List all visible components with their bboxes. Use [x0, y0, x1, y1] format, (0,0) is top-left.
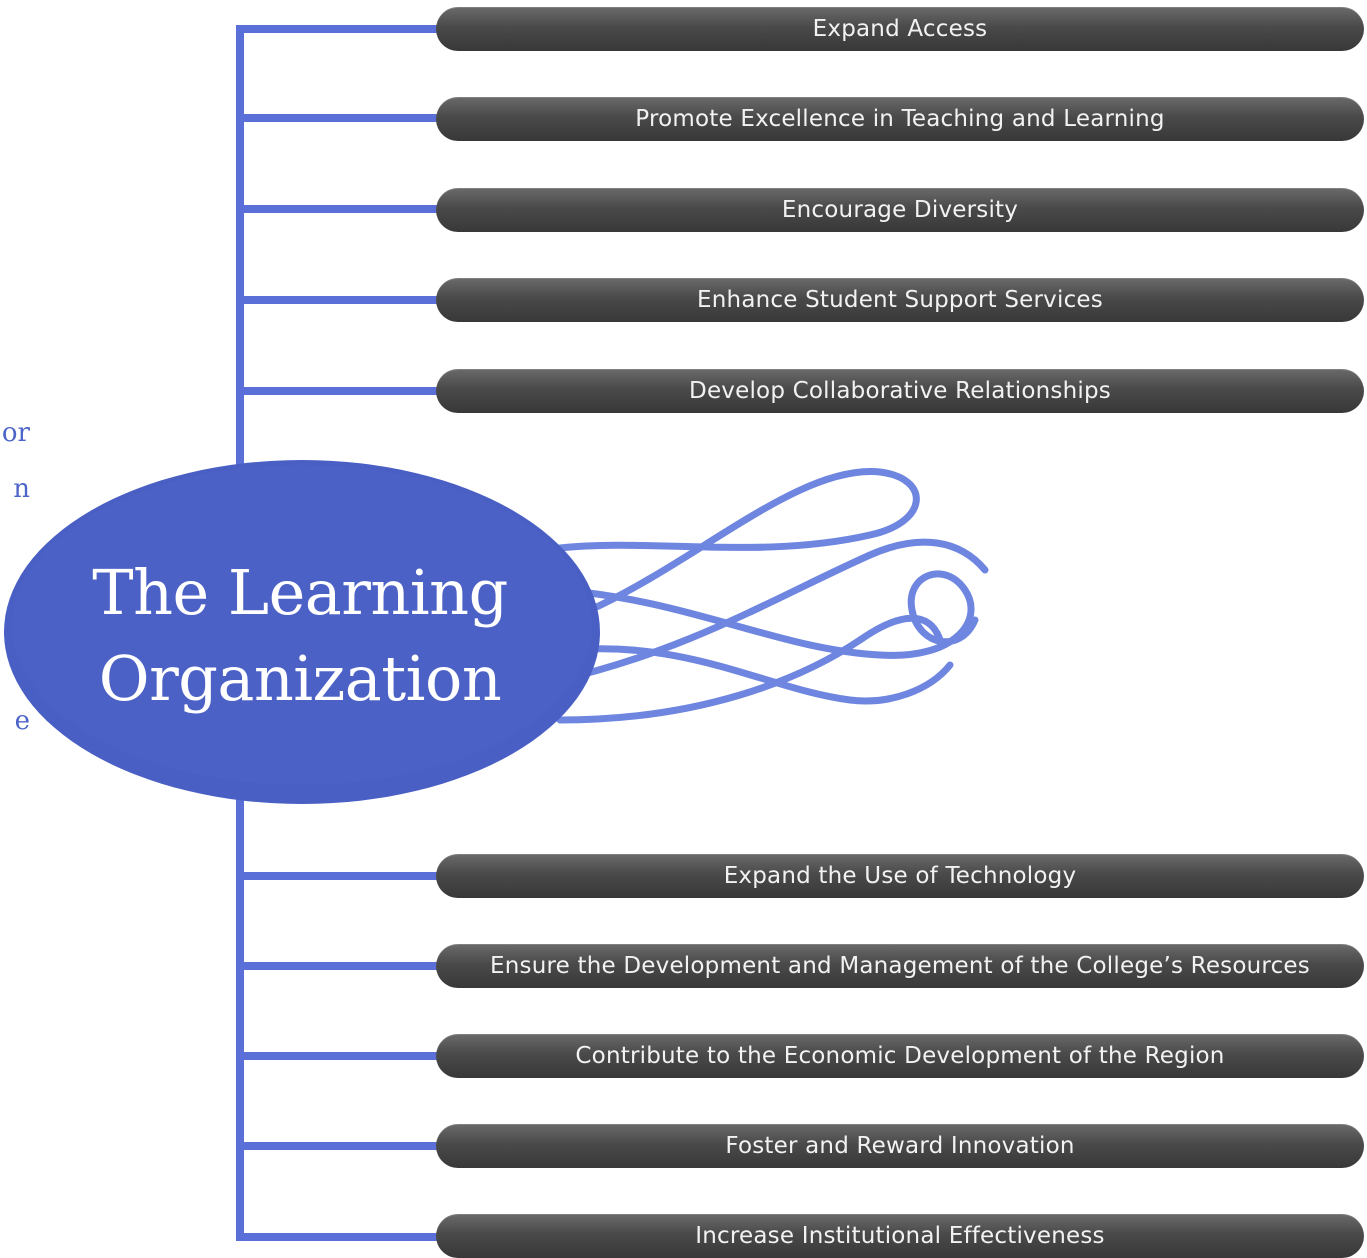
goal-expand-access: Expand Access	[436, 7, 1364, 51]
left-text-fragment: n	[13, 474, 30, 504]
left-text-fragment: or	[1, 418, 30, 448]
goal-technology: Expand the Use of Technology	[436, 854, 1364, 898]
hub-title: The Learning Organization	[0, 550, 600, 722]
left-text-fragment: e	[14, 706, 30, 736]
goal-encourage-diversity: Encourage Diversity	[436, 188, 1364, 232]
goal-collaborative-relationships: Develop Collaborative Relationships	[436, 369, 1364, 413]
goal-institutional-effectiveness: Increase Institutional Effectiveness	[436, 1214, 1364, 1258]
goal-promote-excellence: Promote Excellence in Teaching and Learn…	[436, 97, 1364, 141]
flourish-ornament	[556, 468, 989, 724]
hub-ellipse	[4, 460, 600, 804]
goal-innovation: Foster and Reward Innovation	[436, 1124, 1364, 1168]
goal-student-support: Enhance Student Support Services	[436, 278, 1364, 322]
hub-title-line2: Organization	[98, 642, 502, 715]
goal-college-resources: Ensure the Development and Management of…	[436, 944, 1364, 988]
hub-title-line1: The Learning	[92, 556, 508, 629]
goal-economic-development: Contribute to the Economic Development o…	[436, 1034, 1364, 1078]
